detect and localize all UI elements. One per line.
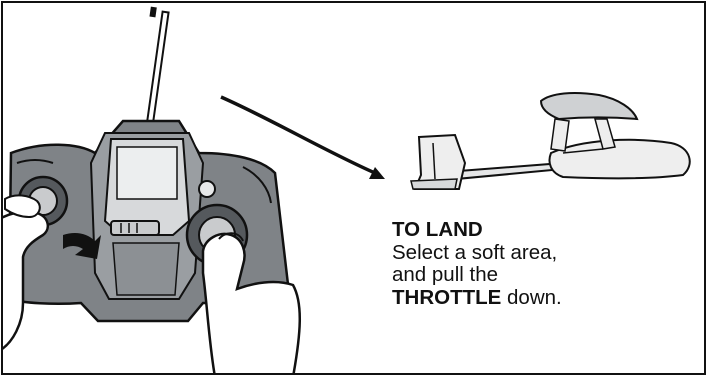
instruction-title: TO LAND: [392, 219, 562, 242]
antenna: [146, 7, 168, 130]
instruction-line-3-rest: down.: [501, 286, 561, 309]
throttle-label: THROTTLE: [392, 286, 501, 309]
instruction-line-1: Select a soft area,: [392, 242, 562, 265]
instruction-line-2: and pull the: [392, 264, 562, 287]
glider-plane-icon: [411, 93, 690, 189]
landing-illustration: [3, 3, 706, 375]
instruction-line-3: THROTTLE down.: [392, 287, 562, 310]
landing-instructions: TO LAND Select a soft area, and pull the…: [392, 219, 562, 309]
